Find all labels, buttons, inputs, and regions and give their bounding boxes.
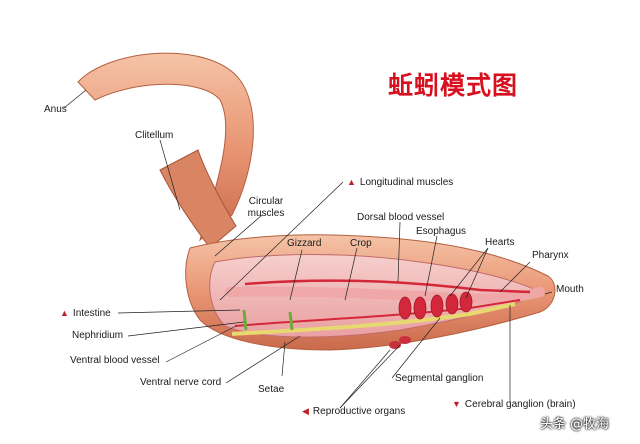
label-intestine: ▲Intestine: [60, 307, 111, 320]
intestine-text: Intestine: [72, 308, 111, 319]
label-setae: Setae: [258, 384, 285, 395]
nephridia: [242, 309, 294, 331]
hearts-group: [398, 291, 473, 320]
longitudinal-muscles-text: Longitudinal muscles: [359, 177, 454, 188]
marker-triangle: ▲: [347, 177, 356, 187]
watermark: 头条 @牧海: [540, 417, 610, 432]
label-longitudinal-muscles: ▲Longitudinal muscles: [347, 176, 453, 189]
label-mouth: Mouth: [556, 284, 584, 295]
label-clitellum: Clitellum: [135, 130, 174, 141]
label-anus: Anus: [44, 104, 67, 115]
label-circular-muscles: Circular muscles: [247, 196, 285, 219]
pointer-lines: [63, 89, 553, 409]
label-nephridium: Nephridium: [72, 330, 124, 341]
label-pharynx: Pharynx: [532, 250, 569, 261]
marker-triangle: ▼: [452, 399, 461, 409]
diagram-title: 蚯蚓模式图: [388, 71, 519, 100]
label-reproductive-organs: ◀Reproductive organs: [302, 405, 405, 418]
digestive-tract: [225, 286, 545, 304]
marker-triangle: ◀: [302, 406, 309, 416]
label-segmental-ganglion: Segmental ganglion: [395, 373, 484, 384]
worm-tail: [77, 52, 254, 242]
dorsal-vessel: [244, 279, 531, 294]
label-dorsal-blood-vessel: Dorsal blood vessel: [357, 212, 445, 223]
marker-triangle: ▲: [60, 308, 69, 318]
label-ventral-blood-vessel: Ventral blood vessel: [70, 355, 160, 366]
label-gizzard: Gizzard: [287, 238, 322, 249]
label-esophagus: Esophagus: [416, 226, 467, 237]
label-ventral-nerve-cord: Ventral nerve cord: [140, 377, 222, 388]
nerve-cord: [231, 302, 516, 336]
label-hearts: Hearts: [485, 237, 515, 248]
cerebral-ganglion-text: Cerebral ganglion (brain): [464, 399, 576, 410]
reproductive-organs-text: Reproductive organs: [312, 406, 406, 417]
label-crop: Crop: [350, 238, 372, 249]
label-cerebral-ganglion: ▼Cerebral ganglion (brain): [452, 398, 576, 411]
